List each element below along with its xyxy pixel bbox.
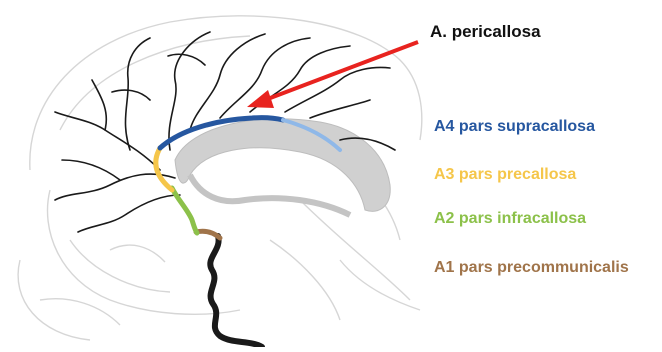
aca-trunk: [210, 236, 262, 347]
label-a4: A4 pars supracallosa: [434, 118, 595, 136]
segment-a3: [156, 148, 172, 190]
label-a2: A2 pars infracallosa: [434, 210, 586, 228]
segment-a1: [196, 231, 220, 238]
corpus-callosum: [175, 119, 390, 215]
label-a3: A3 pars precallosa: [434, 166, 576, 184]
label-a1: A1 pars precommunicalis: [434, 259, 629, 277]
pointer-arrow: [247, 42, 418, 108]
title-label: A. pericallosa: [430, 22, 541, 42]
segment-a2: [172, 188, 197, 233]
